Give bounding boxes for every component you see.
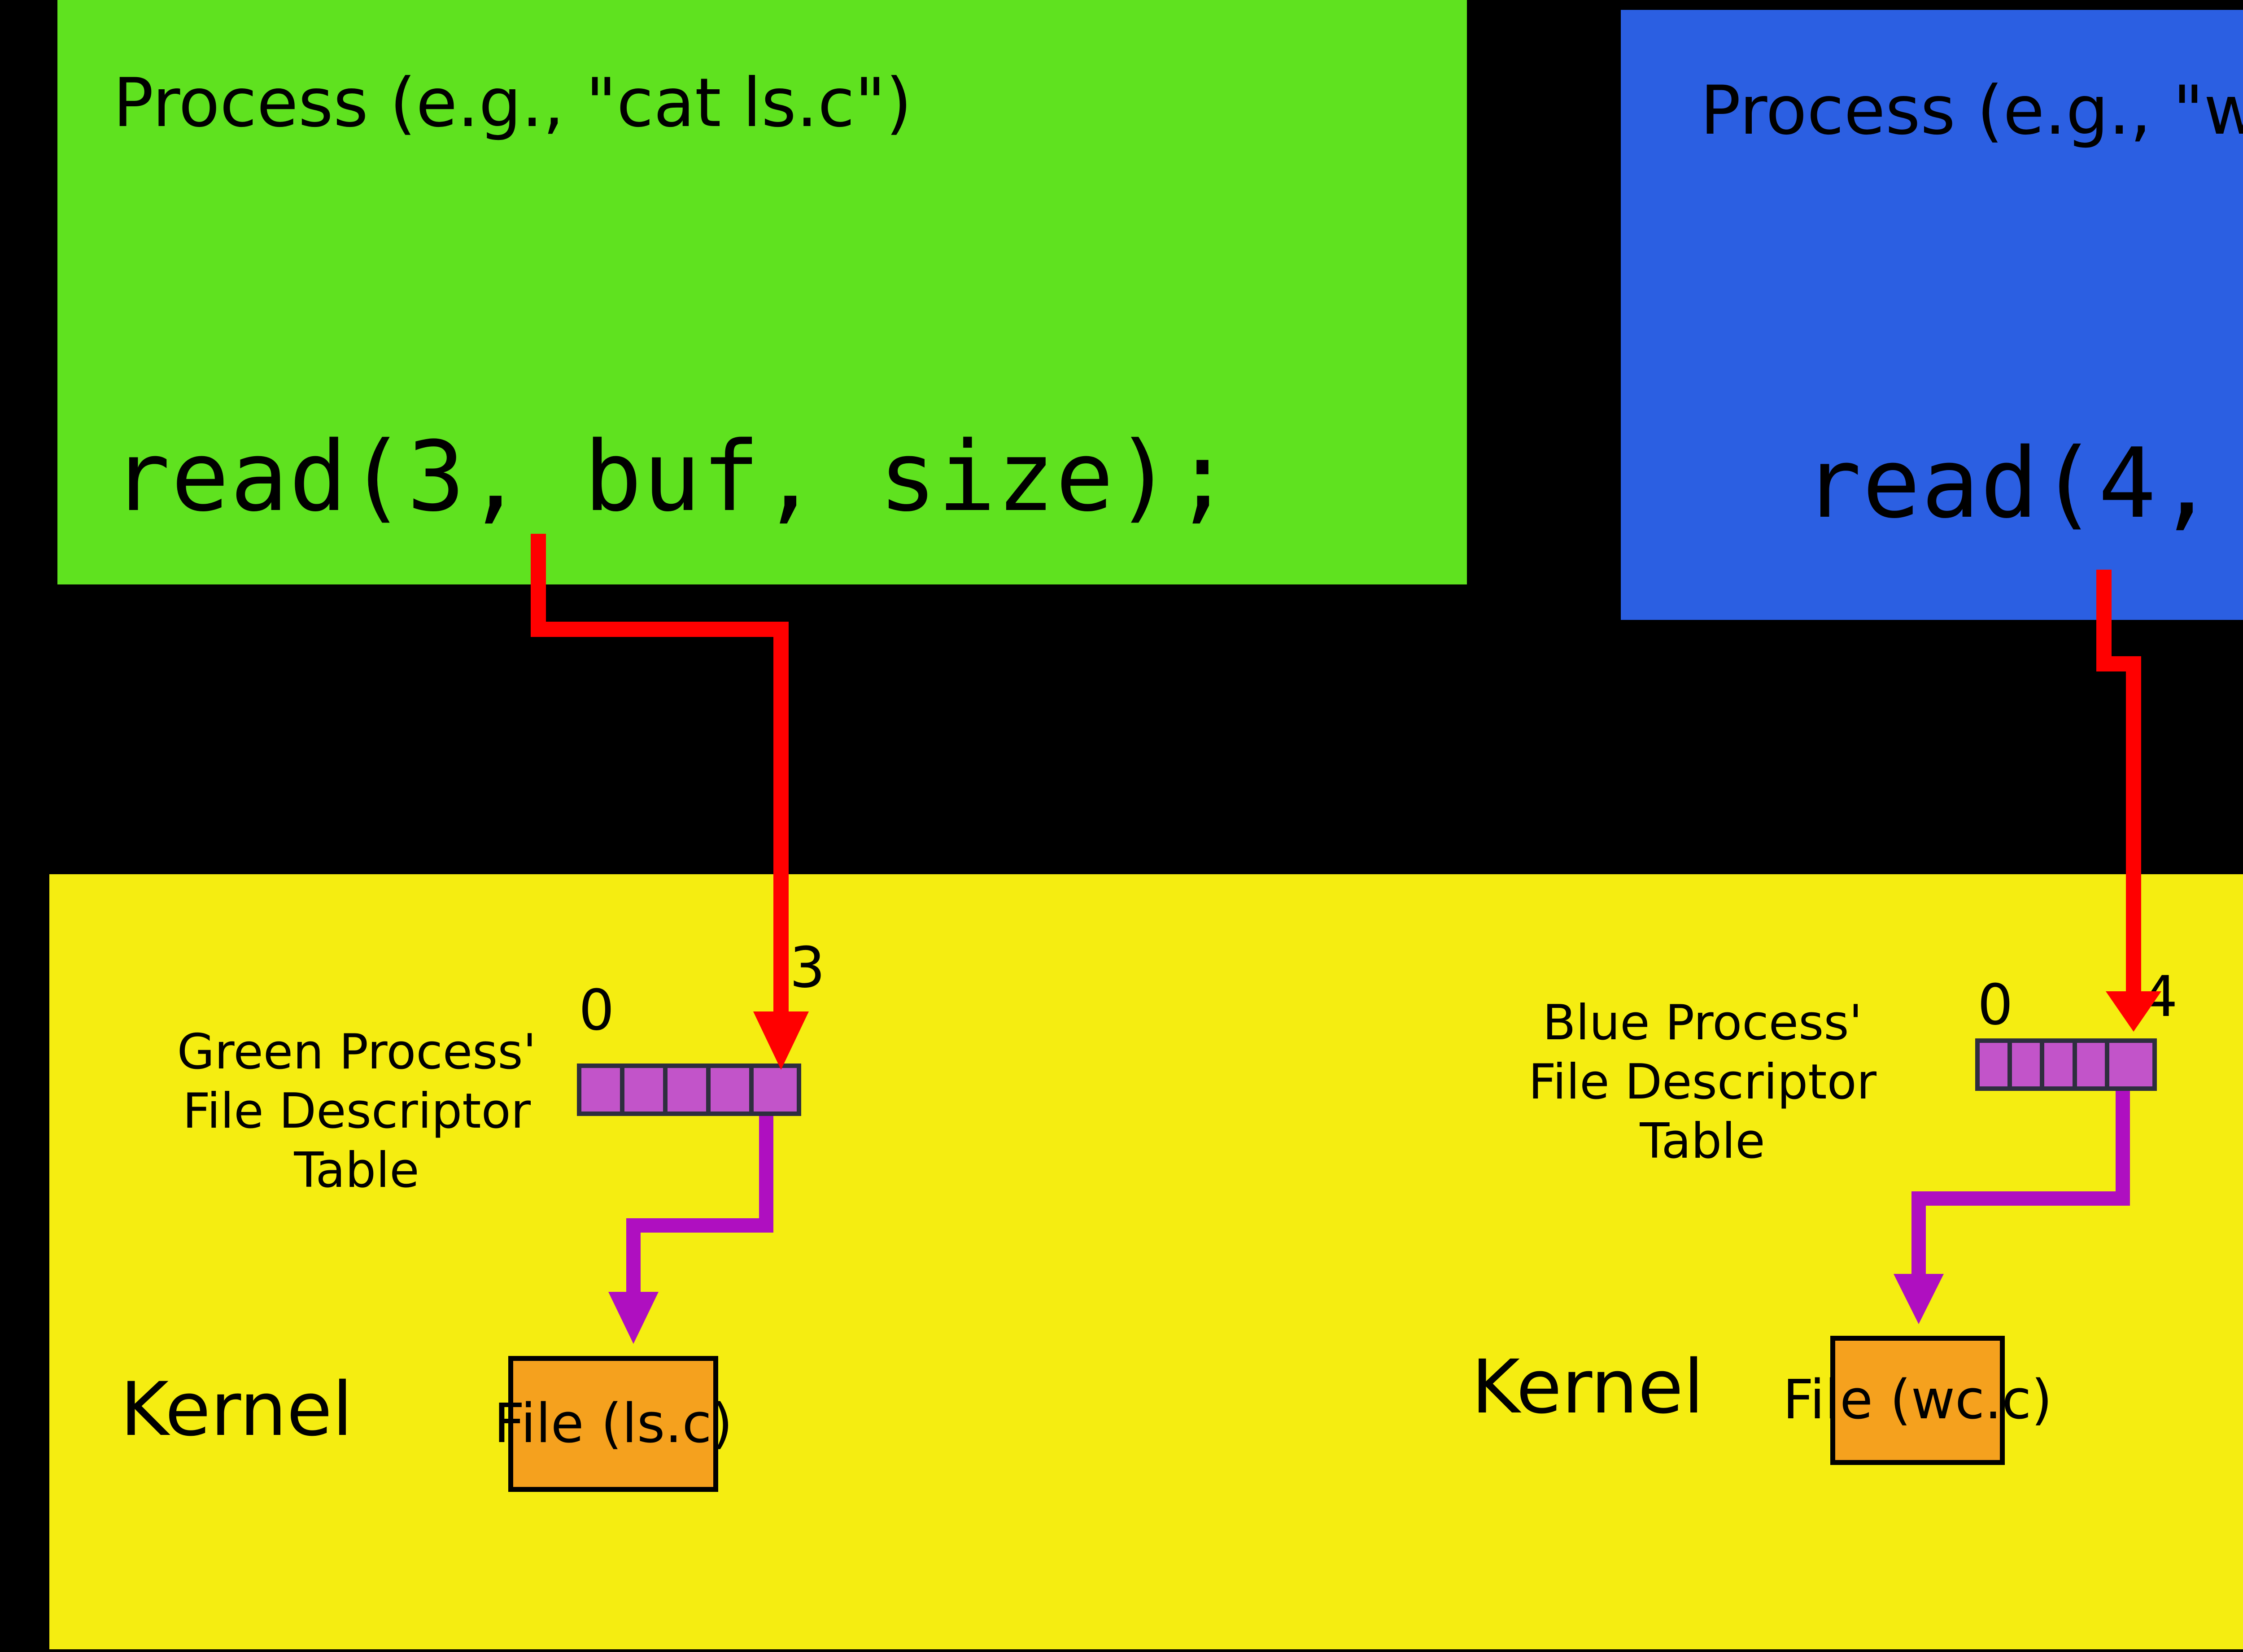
blue-process-box (1621, 10, 2243, 620)
blue-fd-table-label-line3: Table (1640, 1113, 1765, 1169)
green-fd-table-label-line2: File Descriptor (182, 1083, 531, 1139)
file-box-ls-c-label: File (ls.c) (493, 1392, 733, 1455)
kernel-box (49, 874, 2243, 1649)
blue-fd-table-label-line2: File Descriptor (1528, 1054, 1877, 1110)
blue-process-syscall: read(4, buf, size); (1803, 427, 2243, 540)
file-box-wc-c[interactable]: File (wc.c) (1783, 1336, 2052, 1465)
green-fd-index-0-label: 0 (579, 978, 615, 1043)
file-box-wc-c-label: File (wc.c) (1783, 1369, 2052, 1431)
blue-fd-index-0-label: 0 (1977, 972, 2013, 1037)
blue-fd-index-4-label: 4 (2142, 964, 2178, 1029)
green-fd-table-label-line1: Green Process' (177, 1024, 537, 1080)
green-fd-index-3-label: 3 (790, 935, 825, 1000)
blue-fd-table-label: Blue Process' File Descriptor Table (1494, 994, 1911, 1171)
kernel-label-right: Kernel (1471, 1344, 1704, 1430)
blue-fd-cell-4[interactable] (2105, 1038, 2157, 1091)
green-fd-table-label-line3: Table (294, 1142, 419, 1199)
green-process-box (57, 0, 1467, 584)
green-process-title: Process (e.g., "cat ls.c") (113, 64, 912, 142)
blue-fd-table-label-line1: Blue Process' (1542, 995, 1863, 1051)
blue-process-title: Process (e.g., "wc -l wc.c") (1700, 72, 2243, 150)
green-process-syscall: read(3, buf, size); (112, 420, 1233, 533)
kernel-label-left: Kernel (120, 1366, 353, 1452)
green-fd-table-label: Green Process' File Descriptor Table (148, 1023, 565, 1200)
green-fd-cell-4[interactable] (749, 1064, 801, 1116)
file-box-ls-c[interactable]: File (ls.c) (494, 1356, 733, 1492)
